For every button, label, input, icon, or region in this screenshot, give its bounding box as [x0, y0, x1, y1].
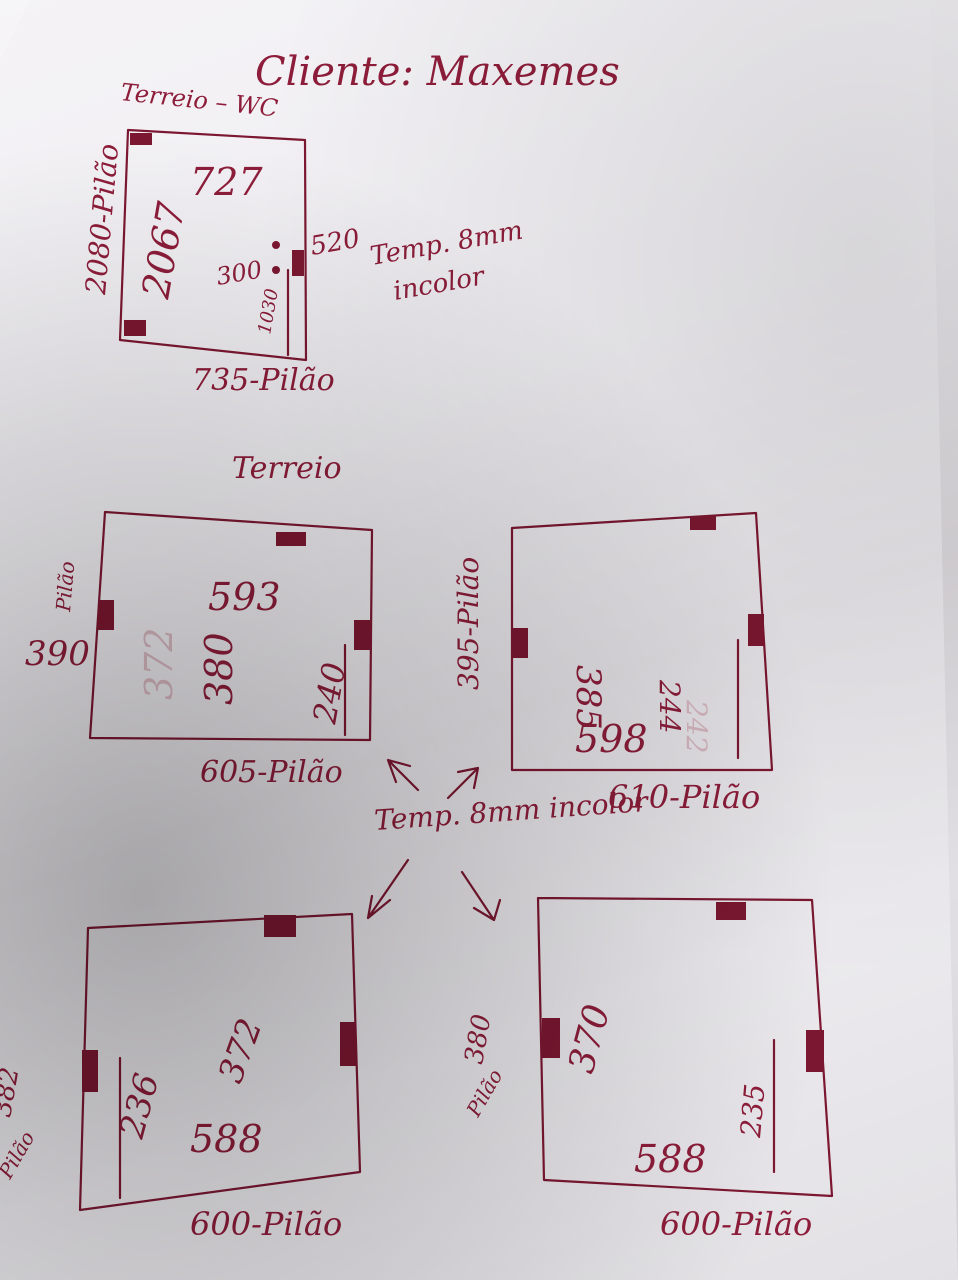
plan-c-handle-mark — [340, 1022, 356, 1066]
plan-b-faint-note: 242 — [680, 699, 713, 753]
plan-d-hinge-mark — [542, 1018, 560, 1058]
plan-d-outline — [536, 896, 834, 1198]
plan-b-height-inner: 385 — [568, 665, 608, 730]
plan-c-width-inner: 588 — [190, 1117, 263, 1161]
plan-b-bottom-side: 610-Pilão — [608, 778, 760, 816]
plan-d-hinge-mark — [716, 902, 746, 920]
client-name: Cliente: Maxemes — [255, 49, 620, 95]
plan-a-left-side-pilao: Pilão — [51, 560, 79, 613]
wc-hole-mark — [272, 241, 280, 249]
plan-d-right-inner: 235 — [734, 1082, 772, 1139]
plan-a-outline — [88, 510, 374, 742]
plan-a-height-inner: 380 — [197, 632, 241, 705]
wc-hole-mark — [272, 266, 280, 274]
section-title: Terreio — [232, 451, 342, 486]
plan-b-handle-mark — [748, 614, 764, 646]
wc-hinge-mark — [130, 133, 152, 145]
wc-outline — [118, 128, 308, 362]
plan-a-bottom-side: 605-Pilão — [200, 755, 343, 790]
plan-b-outline — [510, 511, 774, 772]
plan-d-bottom-side: 600-Pilão — [660, 1205, 812, 1243]
plan-c-hinge-mark — [264, 915, 296, 937]
plan-b-hinge-mark — [512, 628, 528, 658]
arrow-to-plan-d — [460, 870, 502, 922]
arrow-to-plan-c — [366, 858, 410, 920]
plan-d-width-inner: 588 — [634, 1137, 707, 1181]
plan-b-width-inner: 598 — [575, 717, 648, 761]
plan-c-bottom-side: 600-Pilão — [190, 1205, 342, 1243]
wc-handle-mark — [292, 250, 304, 276]
plan-a-top-inner: 593 — [208, 575, 281, 619]
plan-b-right-inner: 244 — [653, 679, 686, 733]
wc-hinge-mark — [124, 320, 146, 336]
plan-a-left-side: 390 — [25, 634, 90, 674]
plan-a-faint-note: 372 — [137, 627, 181, 700]
plan-d-handle-mark — [806, 1030, 824, 1072]
plan-a-handle-mark — [354, 620, 370, 650]
wc-width-top: 727 — [190, 160, 263, 204]
plan-b-hinge-mark — [690, 516, 716, 530]
arrow-to-plan-b — [446, 766, 480, 800]
plan-a-hinge-mark — [98, 600, 114, 630]
wc-bottom-side: 735-Pilão — [192, 363, 335, 398]
plan-b-left-side: 395-Pilão — [452, 557, 485, 690]
plan-c-hinge-mark — [82, 1050, 98, 1092]
arrow-to-plan-a — [386, 758, 420, 792]
plan-a-hinge-mark — [276, 532, 306, 546]
